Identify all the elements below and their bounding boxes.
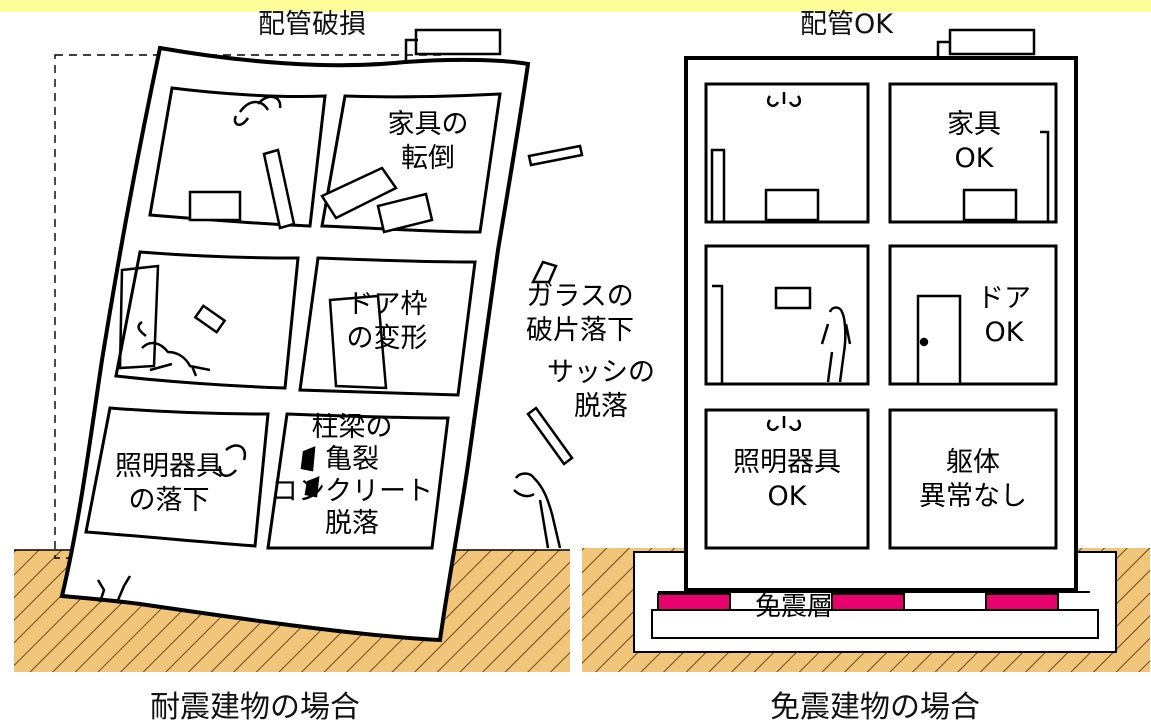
fallen-shelf [188, 190, 242, 222]
ac-unit-right [948, 28, 1036, 56]
shelf-r3 [712, 284, 724, 384]
pendant-light-left [218, 444, 247, 478]
chest-r2 [962, 188, 1018, 222]
concrete-chip-2 [304, 476, 320, 498]
person-outside [513, 472, 562, 549]
label-light-fall: 照明器具 の落下 [115, 451, 223, 516]
cracks-bottom [96, 575, 132, 603]
label-door-ok: ドア OK [977, 283, 1031, 348]
ac-unit-left [414, 28, 502, 56]
tilted-box [376, 192, 434, 234]
deformed-door-frame [328, 294, 388, 390]
room-r5 [704, 408, 870, 550]
right-details [710, 28, 1050, 431]
label-furniture-overturn: 家具の 転倒 [387, 109, 469, 174]
concrete-chip [300, 446, 316, 472]
frame-r3 [774, 286, 812, 310]
label-furniture-ok: 家具 OK [947, 109, 1001, 174]
wall-panel [118, 264, 160, 370]
room-low-left [84, 406, 270, 548]
right-top-label: 配管OK [800, 9, 893, 40]
chandelier-r1 [766, 92, 802, 107]
top-banner [0, 0, 1151, 12]
glass-shard [530, 260, 558, 284]
pipe-right [936, 40, 950, 58]
crawling-person [137, 320, 211, 377]
label-door-frame-deform: ドア枠 の変形 [346, 289, 428, 354]
room-r3 [704, 244, 870, 386]
right-caption: 免震建物の場合 [770, 690, 980, 721]
isolators [657, 591, 1090, 611]
standing-person [820, 306, 852, 383]
original-position-outline [54, 54, 444, 559]
chandelier-r5 [766, 416, 802, 431]
left-details [96, 28, 584, 603]
left-top-label: 配管破損 [258, 9, 366, 40]
label-isolation-layer: 免震層 [754, 592, 833, 622]
leaning-board [262, 148, 296, 230]
chest-r1 [764, 188, 820, 222]
left-caption: 耐震建物の場合 [150, 690, 360, 721]
label-glass-fall: ガラスの 破片落下 [526, 281, 634, 346]
room-r6 [888, 408, 1058, 550]
label-sash-fall: サッシの 脱落 [547, 357, 655, 422]
toppled-cabinet [320, 166, 398, 220]
falling-rod [527, 144, 584, 167]
label-structure-ok: 躯体 異常なし [919, 447, 1027, 512]
chandelier-swing [233, 95, 282, 126]
picture-frame [193, 304, 227, 334]
label-light-ok: 照明器具 OK [733, 447, 841, 512]
shelf-r1 [710, 148, 726, 224]
label-column-crack: 柱梁の 亀裂 コンクリート 脱落 [271, 412, 433, 539]
shelf-r2 [1040, 130, 1050, 222]
pipe-left [404, 38, 418, 64]
falling-sash [526, 406, 574, 466]
